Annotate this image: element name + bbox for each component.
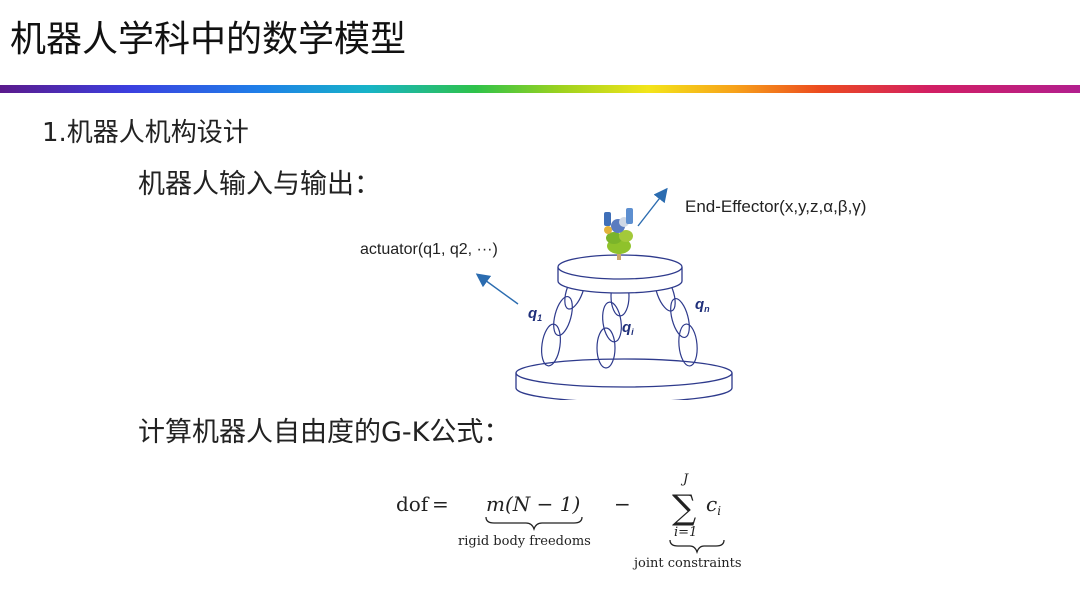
end-effector-label: End-Effector(x,y,z,α,β,γ) [685,197,866,216]
title-underline-bar [0,85,1080,93]
gk-formula: dof = m(N − 1) rigid body freedoms − J ∑… [396,472,742,571]
formula-minus: − [614,492,631,516]
term2-note: joint constraints [632,556,742,571]
underbrace-2 [669,539,725,555]
actuator-arrow [475,273,519,305]
base-platform [515,358,733,400]
subheading-input-output: 机器人输入与输出： [138,169,381,200]
sum-symbol: ∑ [672,488,696,528]
formula-term1: m(N − 1) [486,492,580,516]
end-effector-gripper [604,208,633,260]
section-heading: 1.机器人机构设计 [42,118,249,148]
term1-note: rigid body freedoms [458,534,591,549]
formula-lhs: dof [396,492,430,516]
qn-label: qn [695,296,710,314]
underbrace-1 [485,516,583,532]
sum-upper: J [680,472,689,487]
sum-lower: i=1 [674,525,697,540]
qi-label: qi [622,319,634,337]
end-effector-arrow [637,187,668,227]
subheading-gk-formula: 计算机器人自由度的G-K公式： [138,417,511,448]
sum-term: ci [706,492,721,518]
slide-title: 机器人学科中的数学模型 [10,19,407,60]
formula-equals: = [432,492,449,516]
top-platform [557,254,683,294]
q1-label: q1 [528,305,542,323]
actuator-label: actuator(q1, q2, ···) [360,241,498,258]
parallel-robot-diagram: actuator(q1, q2, ···) End-Effector(x,y,z… [360,187,866,400]
